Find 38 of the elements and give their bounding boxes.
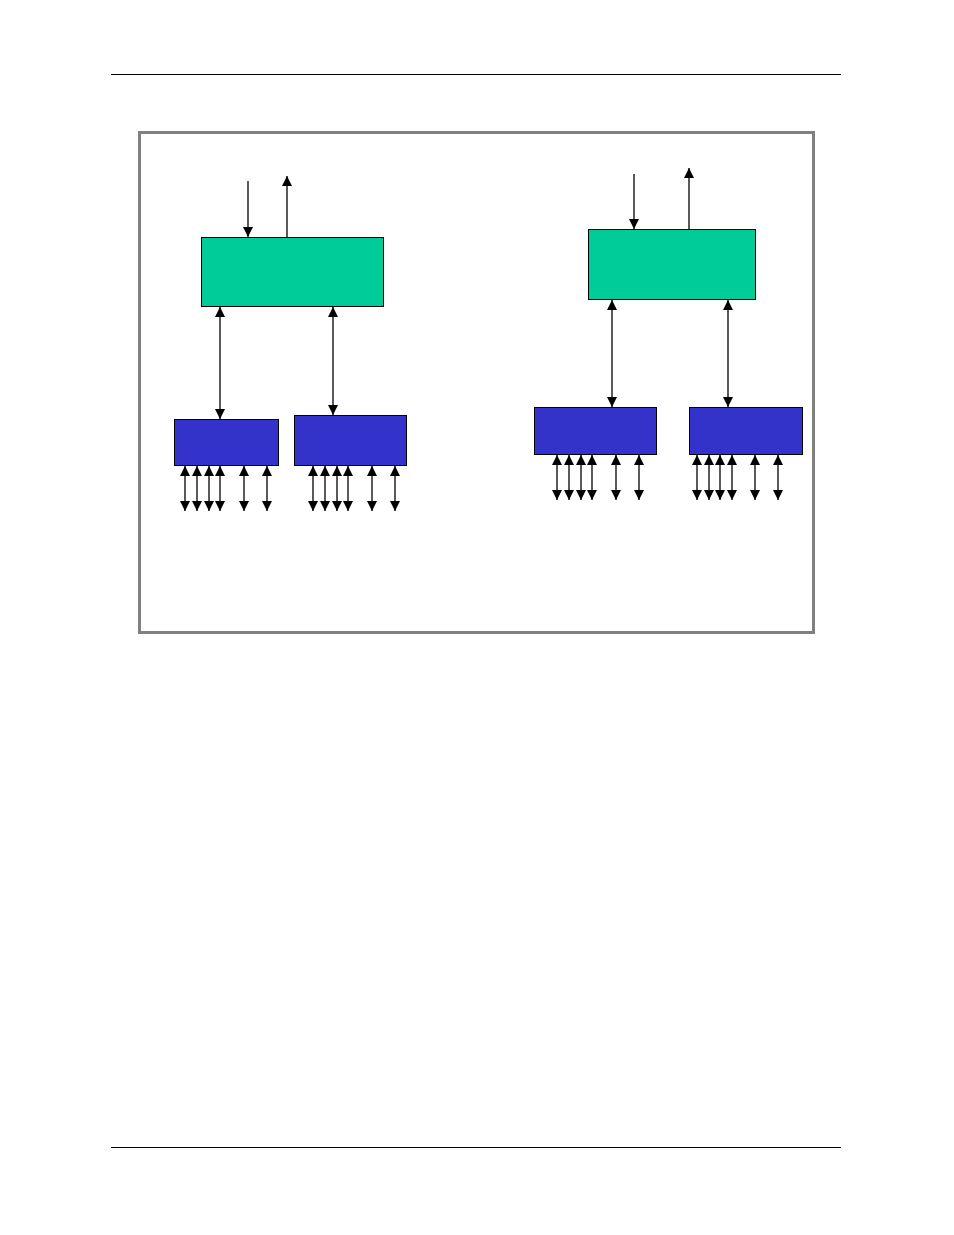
double-arrow [215, 306, 225, 420]
double-arrow [192, 465, 202, 512]
interface-block [534, 407, 657, 455]
double-arrow [564, 454, 574, 501]
double-arrow [367, 465, 377, 512]
double-arrow [180, 465, 190, 512]
double-arrow [215, 465, 225, 512]
double-arrow [715, 454, 725, 501]
double-arrow [704, 454, 714, 501]
double-arrow [328, 306, 338, 416]
controller-block [201, 237, 384, 307]
double-arrow [552, 454, 562, 501]
arrow [243, 180, 253, 238]
double-arrow [308, 465, 318, 512]
double-arrow [634, 454, 644, 501]
double-arrow [773, 454, 783, 501]
arrow [684, 167, 694, 230]
interface-block [174, 419, 279, 466]
double-arrow [692, 454, 702, 501]
double-arrow [320, 465, 330, 512]
double-arrow [723, 299, 733, 408]
double-arrow [204, 465, 214, 512]
interface-block [294, 415, 407, 466]
arrow [629, 173, 639, 230]
double-arrow [587, 454, 597, 501]
double-arrow [576, 454, 586, 501]
interface-block [689, 407, 803, 455]
double-arrow [262, 465, 272, 512]
arrow [282, 175, 292, 238]
double-arrow [239, 465, 249, 512]
controller-block [588, 229, 756, 300]
double-arrow [611, 454, 621, 501]
double-arrow [343, 465, 353, 512]
double-arrow [332, 465, 342, 512]
double-arrow [727, 454, 737, 501]
double-arrow [390, 465, 400, 512]
double-arrow [607, 299, 617, 408]
double-arrow [750, 454, 760, 501]
